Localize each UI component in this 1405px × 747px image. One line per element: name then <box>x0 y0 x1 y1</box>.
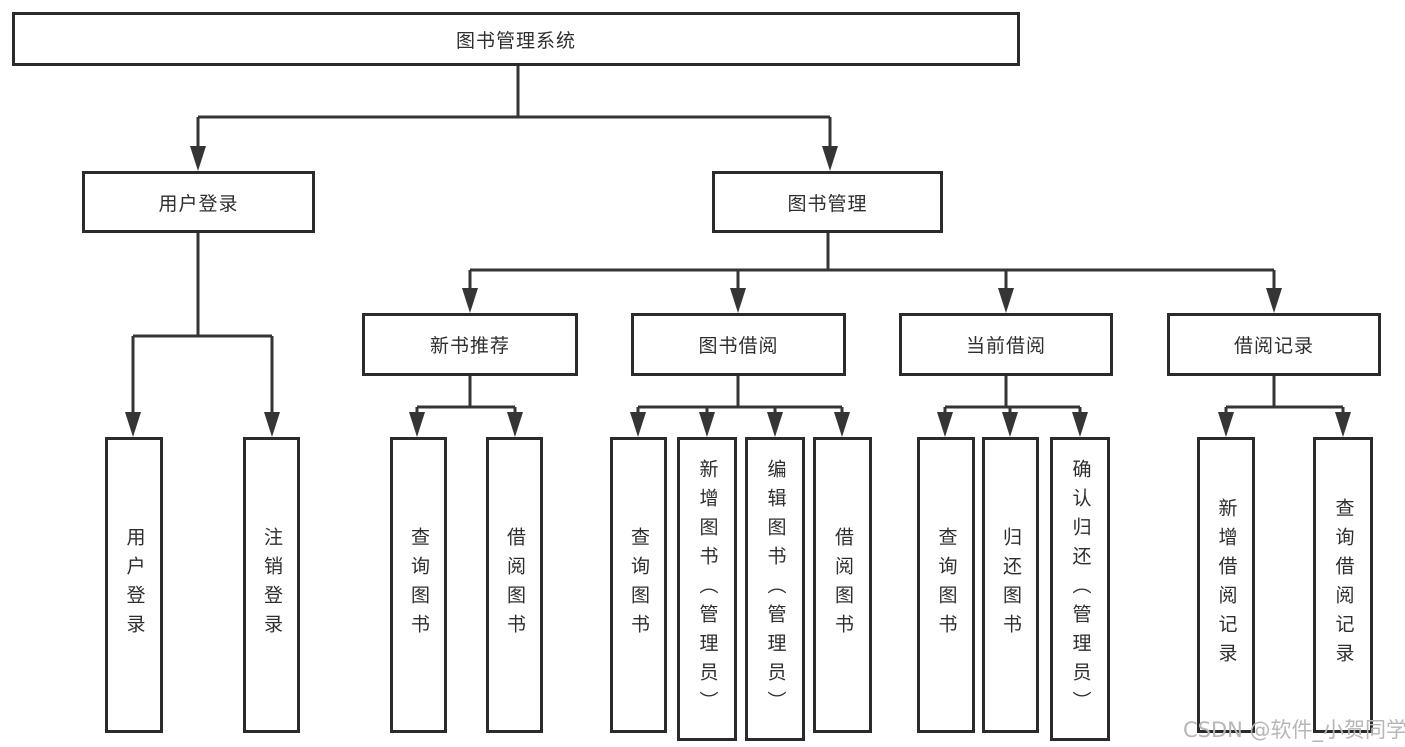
leaf-borrow-books-newbook: 借阅图书 <box>486 437 543 733</box>
arrow-down-icon <box>1266 288 1282 313</box>
leaf-label: 注销登录 <box>261 527 283 643</box>
arrow-down-icon <box>190 146 206 171</box>
arrow-down-icon <box>699 412 715 437</box>
connector-user-login <box>131 233 274 414</box>
arrowheads <box>125 146 1351 437</box>
arrow-down-icon <box>998 288 1014 313</box>
arrow-down-icon <box>1002 412 1018 437</box>
leaf-label: 新增借阅记录 <box>1215 498 1238 672</box>
leaf-label: 借阅图书 <box>832 527 854 643</box>
leaf-user-login: 用户登录 <box>105 437 163 733</box>
leaf-query-borrow-record: 查询借阅记录 <box>1313 437 1373 733</box>
leaf-label: 借阅图书 <box>504 527 526 643</box>
connector-book-borrow <box>636 376 844 414</box>
arrow-down-icon <box>822 146 838 171</box>
node-label: 新书推荐 <box>429 335 510 357</box>
leaf-query-books-newbook: 查询图书 <box>390 437 447 733</box>
node-current-borrow: 当前借阅 <box>899 313 1113 376</box>
leaf-label: 查询图书 <box>935 527 958 643</box>
arrow-down-icon <box>462 288 478 313</box>
csdn-watermark: CSDN @软件_小贺同学 <box>1183 718 1405 742</box>
connector-paths <box>131 66 1345 414</box>
node-book-borrow: 图书借阅 <box>631 313 846 376</box>
node-label: 图书管理 <box>787 192 868 215</box>
arrow-down-icon <box>264 412 280 437</box>
node-new-book-recommend: 新书推荐 <box>362 313 578 376</box>
arrow-down-icon <box>507 412 523 437</box>
connector-new-book <box>415 376 517 414</box>
leaf-query-books-borrow: 查询图书 <box>610 437 667 733</box>
arrow-down-icon <box>1335 412 1351 437</box>
arrow-down-icon <box>630 412 646 437</box>
node-label: 图书管理系统 <box>455 29 576 52</box>
leaf-edit-books-admin: 编辑图书（管理员） <box>745 437 805 741</box>
leaf-label: 编辑图书（管理员） <box>764 458 787 720</box>
leaf-add-books-admin: 新增图书（管理员） <box>677 437 737 741</box>
node-borrow-records: 借阅记录 <box>1167 313 1381 376</box>
leaf-return-books: 归还图书 <box>982 437 1039 733</box>
arrow-down-icon <box>1072 412 1088 437</box>
connector-borrow-records <box>1224 376 1345 414</box>
node-user-login: 用户登录 <box>82 171 315 233</box>
leaf-logout: 注销登录 <box>243 437 300 733</box>
node-label: 当前借阅 <box>965 335 1046 357</box>
leaf-label: 确认归还（管理员） <box>1069 458 1092 720</box>
leaf-add-borrow-record: 新增借阅记录 <box>1197 437 1255 733</box>
leaf-query-books-current: 查询图书 <box>917 437 975 733</box>
leaf-label: 用户登录 <box>123 527 146 643</box>
leaf-label: 新增图书（管理员） <box>696 458 719 720</box>
connector-root <box>196 66 832 148</box>
arrow-down-icon <box>834 412 850 437</box>
arrow-down-icon <box>125 412 141 437</box>
arrow-down-icon <box>1218 412 1234 437</box>
leaf-label: 查询图书 <box>628 527 650 643</box>
connector-current-borrow <box>943 376 1082 414</box>
node-label: 借阅记录 <box>1233 335 1314 357</box>
node-label: 用户登录 <box>158 192 239 215</box>
arrow-down-icon <box>937 412 953 437</box>
node-label: 图书借阅 <box>698 335 779 357</box>
leaf-confirm-return-admin: 确认归还（管理员） <box>1050 437 1110 741</box>
leaf-borrow-books: 借阅图书 <box>813 437 872 733</box>
arrow-down-icon <box>409 412 425 437</box>
arrow-down-icon <box>730 288 746 313</box>
leaf-label: 归还图书 <box>1000 527 1022 643</box>
node-library-management-system: 图书管理系统 <box>12 12 1020 66</box>
leaf-label: 查询借阅记录 <box>1332 498 1355 672</box>
leaf-label: 查询图书 <box>408 527 430 643</box>
connector-book-management <box>468 233 1276 290</box>
arrow-down-icon <box>767 412 783 437</box>
node-book-management: 图书管理 <box>712 171 943 233</box>
